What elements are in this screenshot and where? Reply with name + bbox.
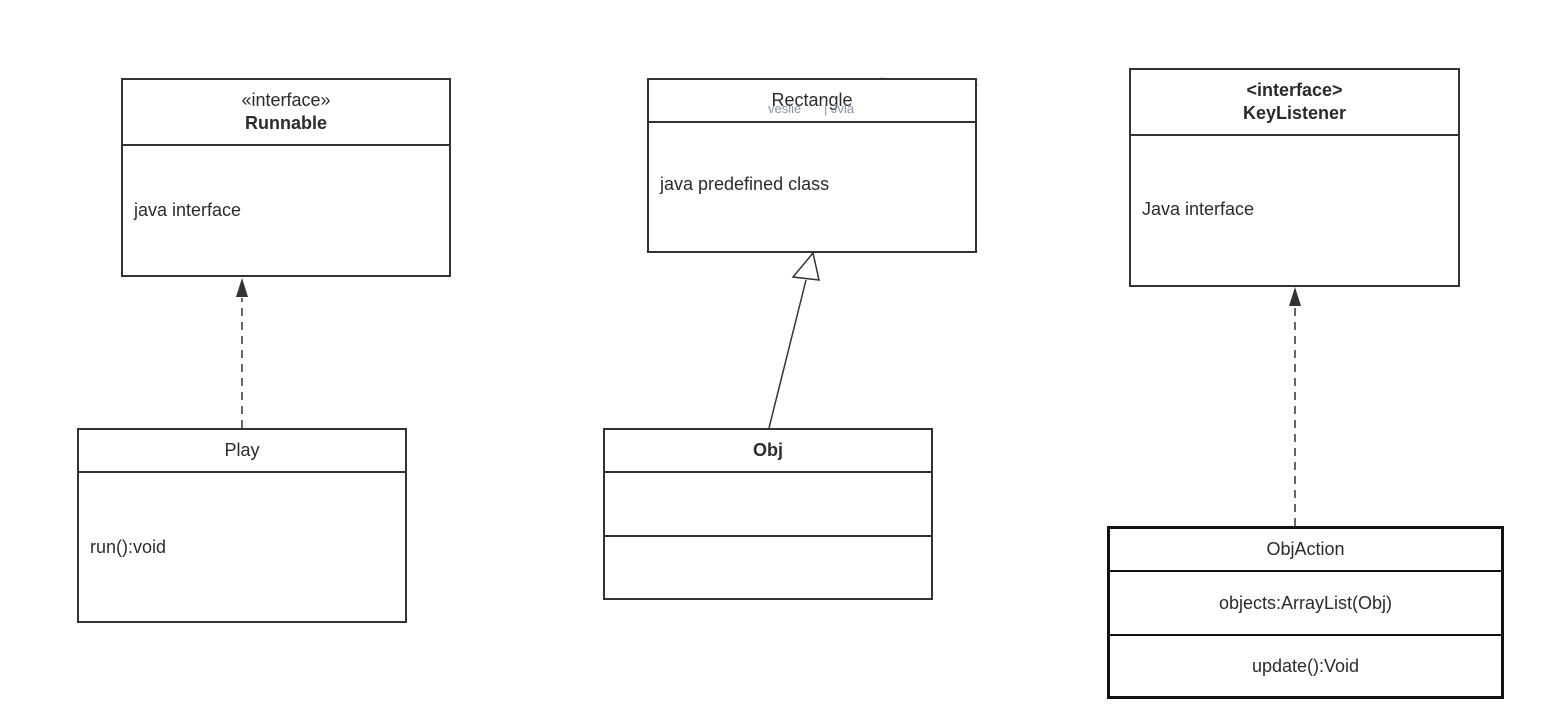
rectangle-ghost-left: vesiie: [768, 101, 802, 116]
runnable-stereotype: «interface»: [241, 90, 331, 110]
runnable-name: Runnable: [244, 113, 327, 133]
objaction-keylistener-arrowhead: [1289, 287, 1301, 306]
objaction-methods: update():Void: [1110, 636, 1501, 696]
keylistener-name: KeyListener: [1242, 103, 1347, 123]
rectangle-body-text: java predefined class: [660, 174, 830, 194]
keylistener-stereotype: <interface>: [1246, 80, 1343, 100]
keylistener-body: Java interface: [1131, 136, 1458, 285]
runnable-body: java interface: [123, 146, 449, 275]
rectangle-ghost-right: | Jvia: [824, 101, 855, 116]
objaction-attributes: objects:ArrayList(Obj): [1110, 572, 1501, 636]
obj-header: Obj: [605, 430, 931, 473]
objaction-keylistener-realization: [1289, 287, 1301, 526]
play-header: Play: [79, 430, 405, 473]
class-play[interactable]: Play run():void: [77, 428, 407, 623]
play-body-text: run():void: [90, 536, 167, 557]
rectangle-body: java predefined class: [649, 123, 975, 247]
play-body: run():void: [79, 473, 405, 621]
play-runnable-realization: [236, 278, 248, 428]
play-runnable-arrowhead: [236, 278, 248, 297]
keylistener-header: <interface> KeyListener: [1131, 70, 1458, 136]
class-objaction[interactable]: ObjAction objects:ArrayList(Obj) update(…: [1107, 526, 1504, 699]
class-rectangle[interactable]: Rectangle java predefined class: [647, 78, 977, 253]
rectangle-name: Rectangle: [771, 90, 853, 110]
class-keylistener[interactable]: <interface> KeyListener Java interface: [1129, 68, 1460, 287]
obj-methods: [605, 537, 931, 598]
class-runnable[interactable]: «interface» Runnable java interface: [121, 78, 451, 277]
obj-rectangle-hollow-triangle: [791, 251, 820, 281]
keylistener-body-text: Java interface: [1142, 199, 1255, 219]
runnable-header: «interface» Runnable: [123, 80, 449, 146]
objaction-attributes-text: objects:ArrayList(Obj): [1218, 592, 1393, 613]
obj-rectangle-line: [768, 279, 807, 429]
runnable-body-text: java interface: [134, 200, 242, 220]
objaction-header: ObjAction: [1110, 529, 1501, 572]
obj-attributes: [605, 473, 931, 537]
erase-patch: [800, 48, 895, 68]
class-obj[interactable]: Obj: [603, 428, 933, 600]
play-name: Play: [224, 440, 260, 460]
objaction-methods-text: update():Void: [1251, 655, 1360, 676]
obj-rectangle-generalization: [768, 251, 820, 429]
rectangle-header: Rectangle: [649, 80, 975, 123]
objaction-name: ObjAction: [1266, 539, 1345, 559]
obj-name: Obj: [753, 440, 783, 460]
